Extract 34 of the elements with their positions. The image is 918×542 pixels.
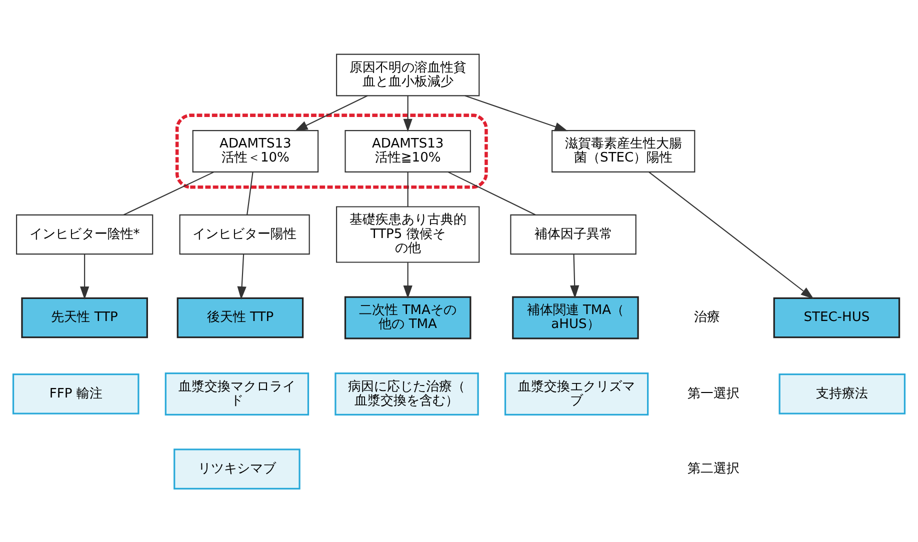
- arrow: [80, 254, 90, 300]
- node-box: 滋賀毒素産生性大腸菌（STEC）陽性: [552, 130, 696, 172]
- node-box: FFP 輸注: [12, 373, 140, 414]
- node-box: ADAMTS13 活性≧10%: [344, 130, 471, 172]
- node-box: 補体因子異常: [510, 214, 636, 254]
- node-box: 二次性 TMAその他の TMA: [344, 296, 472, 339]
- node-box: 先天性 TTP: [21, 296, 148, 338]
- arrow: [570, 254, 580, 298]
- arrow: [648, 171, 814, 299]
- connector: [448, 170, 536, 215]
- connector: [246, 171, 254, 214]
- node-box: 補体関連 TMA（aHUS）: [512, 296, 639, 339]
- node-box: インヒビター陰性*: [16, 214, 154, 254]
- node-box: 原因不明の溶血性貧血と血小板減少: [336, 53, 480, 96]
- node-box: 支持療法: [778, 373, 906, 414]
- node-box: ADAMTS13 活性＜10%: [192, 130, 319, 172]
- label: 治療: [694, 310, 720, 325]
- label: 第一選択: [688, 386, 740, 401]
- node-box: 病因に応じた治療（血漿交換を含む）: [334, 372, 479, 415]
- cluster: [175, 113, 488, 188]
- arrow: [237, 254, 246, 300]
- node-box: 後天性 TTP: [176, 296, 304, 338]
- label: 第二選択: [688, 460, 740, 476]
- node-box: STEC-HUS: [773, 296, 900, 338]
- node-box: 血漿交換マクロライド: [164, 372, 310, 415]
- arrow: [403, 262, 412, 298]
- node-box: インヒビター陽性: [179, 214, 310, 254]
- node-box: 基礎疾患あり古典的 TTP5 徴候その他: [336, 206, 480, 262]
- node-box: 血漿交換エクリズマブ: [504, 372, 649, 415]
- connector: [407, 171, 408, 206]
- arrow: [403, 95, 412, 132]
- node-box: リツキシマブ: [174, 448, 300, 489]
- arrow: [464, 94, 568, 131]
- connector: [124, 170, 214, 215]
